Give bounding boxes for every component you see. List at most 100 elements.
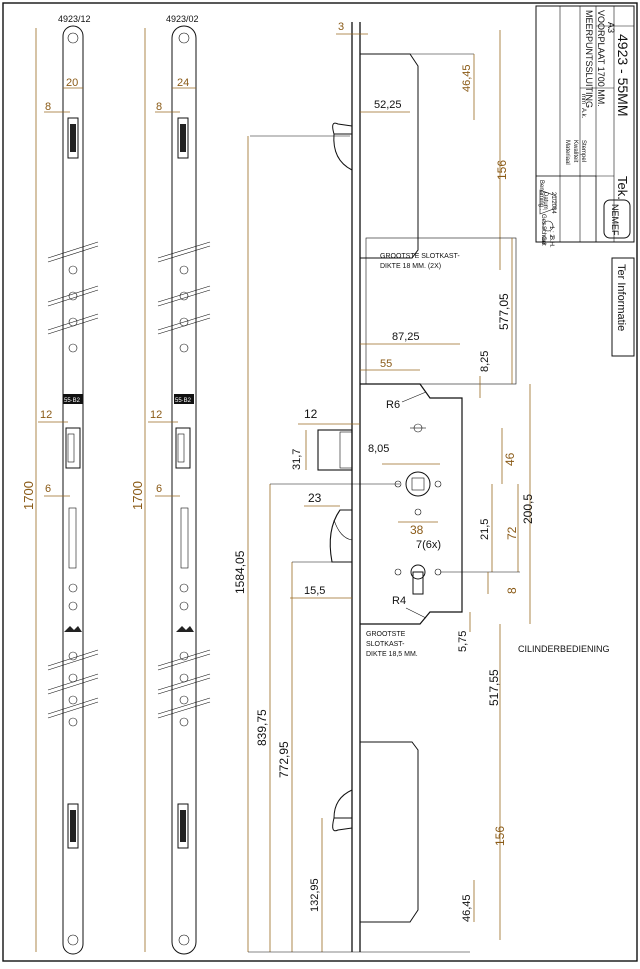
strip-right-latch-top — [177, 117, 189, 159]
strip-right-diag — [157, 697, 211, 715]
dim-87-25: 87,25 — [392, 331, 420, 343]
strip-left-bolt-hole — [68, 265, 78, 275]
strip-right-bolt-hole — [179, 601, 189, 611]
top-hook — [332, 122, 353, 135]
title-drawing-no: 4923 - 55MM — [615, 34, 631, 116]
tb-datum-val: 21/2004 — [550, 192, 556, 214]
dim-12: 12 — [304, 407, 318, 421]
dim-46-45-top: 46,45 — [461, 64, 473, 92]
strip-right-diag — [157, 677, 211, 695]
dim-8-05: 8,05 — [368, 443, 389, 455]
strip-left-logo — [64, 626, 82, 632]
strip-left-bolt-hole — [68, 583, 78, 593]
tb-gez: Gez — [540, 214, 546, 225]
title-sheet-size: A3 — [606, 22, 616, 33]
strip-left-latch-mid — [65, 427, 81, 469]
title-line-1: MEERPUNTSSLUITING — [584, 10, 594, 108]
latch-bolt — [317, 429, 353, 471]
strip-right-dim-top: 8 — [156, 101, 162, 113]
strip-left-dim-width: 20 — [66, 77, 78, 89]
cylinder-top — [410, 564, 426, 580]
strip-left-hole-top — [67, 32, 79, 44]
strip-left-diag — [47, 313, 99, 331]
strip-right-dim-width: 24 — [177, 77, 189, 89]
dim-156-top: 156 — [495, 160, 509, 180]
strip-right-bolt-hole — [179, 583, 189, 593]
dim-156-bot: 156 — [493, 826, 507, 846]
dim-55: 55 — [380, 358, 392, 370]
strip-right-diag — [157, 285, 211, 303]
strip-left-diag — [47, 697, 99, 715]
strip-left-body — [62, 25, 84, 955]
strip-left-latch-top-inner — [70, 124, 76, 152]
main-side-view: 3 46,45 52,25 156 GROOTSTE SLOTKAST- DIK… — [233, 21, 610, 953]
strip-right-hole-top — [178, 32, 190, 44]
strip-left-diag — [47, 289, 99, 307]
strip-right-bolt-hole — [179, 651, 189, 661]
strip-right-latch-mid — [175, 427, 191, 469]
strip-left-badge — [63, 394, 83, 404]
tb-schaal-val: 1 : 2 — [548, 226, 554, 238]
strip-left-bolt-hole — [68, 695, 78, 705]
strip-right-bolt-hole — [179, 717, 189, 727]
strip-left-dim-top: 8 — [45, 101, 51, 113]
strip-left-bolt-hole — [68, 601, 78, 611]
dim-31-7: 31,7 — [291, 449, 303, 470]
dim-517-55: 517,55 — [487, 669, 501, 706]
dim-46-45-bot: 46,45 — [461, 894, 473, 922]
follower-square — [411, 477, 425, 491]
strip-left-bolt-hole — [68, 343, 78, 353]
strip-right-bolt-hole — [179, 695, 189, 705]
strip-right-dim-low: 6 — [156, 483, 162, 495]
top-lock-box — [360, 53, 419, 259]
title-block: A3 MEERPUNTSSLUITING VOORPLAAT 1700 MM. … — [535, 5, 635, 357]
slotkast-note-bot-1: GROOTSTE — [366, 631, 406, 638]
strip-right-logo — [176, 626, 194, 632]
title-block-lower — [535, 175, 597, 243]
bottom-lock-box — [360, 741, 419, 923]
strip-right-diag — [157, 245, 211, 263]
projection-symbol — [539, 189, 557, 215]
dead-bolt-inner — [333, 519, 353, 541]
strip-right-diag — [157, 241, 211, 259]
dim-8: 8 — [505, 587, 519, 594]
strip-left-diag — [47, 245, 99, 263]
strip-left-slot — [68, 507, 77, 569]
strip-right-bolt-hole — [179, 673, 189, 683]
brand-logo: NEMEF — [610, 204, 620, 236]
strip-left-code: 4923/12 — [58, 14, 91, 24]
strip-right: 4923/02 24 8 55·B2 12 1700 6 — [130, 14, 211, 955]
dim-839-75: 839,75 — [255, 709, 269, 746]
strip-right-bolt-hole — [179, 343, 189, 353]
strip-right-dim-mid: 12 — [150, 409, 162, 421]
slotkast-note-bot-3: DIKTE 18,5 MM. — [366, 651, 418, 658]
tb-schaal: Schaal — [540, 226, 546, 244]
strip-left-diag — [47, 317, 99, 335]
dim-52-25: 52,25 — [374, 99, 402, 111]
strip-right-badge — [174, 394, 194, 404]
case-hole — [394, 568, 402, 576]
stamp-box — [611, 257, 635, 357]
r4-leader — [405, 607, 427, 619]
strip-right-diag — [157, 701, 211, 719]
strip-left-diag — [47, 649, 99, 667]
dim-3: 3 — [338, 21, 344, 33]
strip-right-hole-bottom — [178, 934, 190, 946]
strip-right-diag — [157, 317, 211, 335]
tb-mm: mm — [580, 94, 586, 104]
projection-circle — [542, 220, 554, 232]
brand-logo-box — [603, 199, 631, 239]
strip-right-code: 4923/02 — [166, 14, 199, 24]
strip-left-diag — [47, 653, 99, 671]
bottom-hook — [332, 817, 353, 832]
dim-7-6x: 7(6x) — [416, 539, 441, 551]
stamp-text: Ter Informatie — [615, 264, 627, 331]
strip-right-length: 1700 — [130, 481, 145, 510]
strip-left-bolt-hole — [68, 291, 78, 301]
dim-72: 72 — [505, 526, 519, 540]
strip-right-latch-mid-inner — [177, 433, 185, 463]
dim-46: 46 — [503, 452, 517, 466]
title-tek: Tek. — [615, 176, 630, 200]
